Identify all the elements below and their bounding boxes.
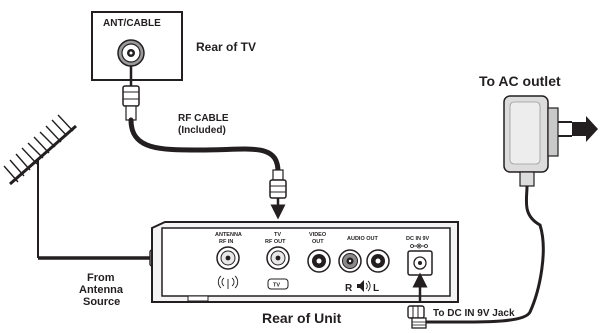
svg-text:TV: TV (273, 283, 280, 289)
audio-out-l-port (366, 249, 390, 273)
port-tv-label-line1: TV (274, 232, 281, 238)
ac-caption: To AC outlet (479, 73, 561, 89)
antenna-icon (3, 114, 150, 260)
unit-caption: Rear of Unit (262, 310, 342, 326)
audio-r-label: R (345, 283, 353, 294)
antenna-label-line2: Antenna (79, 284, 124, 296)
rf-cable-label-line1: RF CABLE (178, 113, 229, 124)
speaker-icon (357, 280, 371, 292)
ac-adapter (425, 95, 598, 324)
port-video-label-line2: OUT (312, 239, 324, 245)
port-audio-label: AUDIO OUT (347, 236, 379, 242)
dc-in-port (407, 250, 433, 276)
port-antenna-label-line2: RF IN (219, 239, 233, 245)
audio-out-r-port (338, 249, 362, 273)
tv-rf-out-port (266, 246, 290, 270)
audio-l-label: L (373, 283, 379, 294)
antenna-label-line3: Source (83, 296, 120, 308)
rf-cable (122, 66, 287, 220)
tv-caption: Rear of TV (196, 40, 256, 54)
antenna-rf-in-port (216, 246, 240, 270)
dc-jack-caption: To DC IN 9V Jack (433, 308, 515, 319)
dc-polarity-icon (410, 243, 428, 249)
port-tv-label-line2: RF OUT (265, 239, 286, 245)
port-dc-label: DC IN 9V (406, 236, 430, 242)
port-video-label-line1: VIDEO (309, 232, 327, 238)
tv-rear-panel: ANT/CABLE Rear of TV (91, 11, 256, 81)
antenna-label-line1: From (87, 272, 115, 284)
port-antenna-label-line1: ANTENNA (215, 232, 242, 238)
rf-cable-label-line2: (Included) (178, 125, 226, 136)
unit-rear-panel: ANTENNA RF IN TV RF OUT TV VIDEO OUT (151, 221, 459, 303)
tv-badge-icon: TV (267, 278, 289, 290)
ac-arrow-icon (572, 116, 598, 142)
video-out-port (307, 249, 331, 273)
tv-coax-port (117, 39, 145, 67)
dc-plug (407, 272, 428, 329)
antenna-signal-icon (217, 275, 239, 289)
tv-port-label: ANT/CABLE (103, 18, 161, 29)
